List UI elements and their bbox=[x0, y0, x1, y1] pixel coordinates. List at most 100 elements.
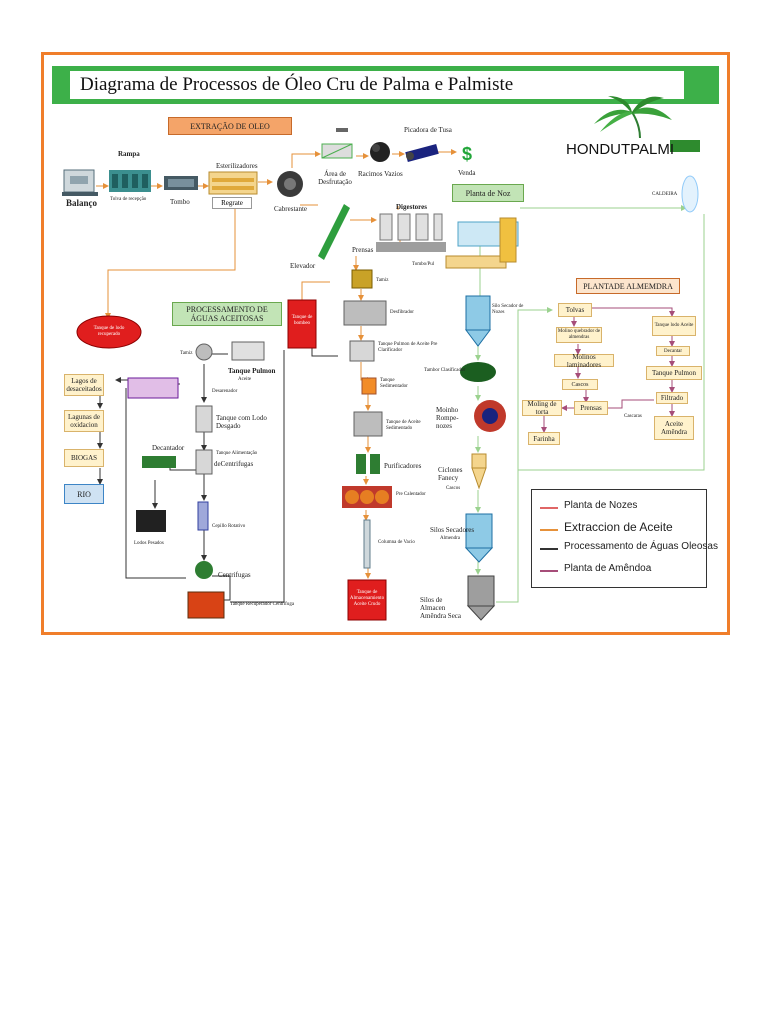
winch-icon bbox=[277, 171, 303, 197]
sieve-2-icon bbox=[195, 343, 213, 361]
centrifuge-icon bbox=[195, 561, 213, 579]
tipper-icon bbox=[164, 176, 198, 190]
label-silos-sub: Almendra bbox=[440, 536, 460, 541]
scale-icon bbox=[62, 169, 98, 196]
legend-item-1: Extraccion de Aceite bbox=[564, 520, 673, 534]
label-cascara: Cascaras bbox=[624, 414, 642, 419]
label-tanque-pulmon-sub: Aceite bbox=[238, 377, 252, 382]
label-columna-vacio: Columna de Vacio bbox=[378, 540, 415, 545]
rotary-brush-icon bbox=[197, 501, 209, 531]
section-water-processing: PROCESSAMENTO DE ÁGUAS ACEITOSAS bbox=[172, 302, 282, 326]
label-decentrifugas: deCentrifugas bbox=[214, 460, 254, 468]
storage-silo-icon bbox=[466, 575, 496, 621]
label-centrifugas: Centrifugas bbox=[218, 571, 251, 579]
logo-text: HONDUTPALMI bbox=[566, 141, 675, 158]
boiler-icon bbox=[681, 175, 699, 213]
label-regrate: Regrate bbox=[212, 197, 252, 209]
nut-mill-icon bbox=[474, 400, 506, 432]
label-venda: Venda bbox=[458, 169, 476, 177]
nut-silo-icon bbox=[465, 295, 491, 347]
settled-oil-tank-icon bbox=[353, 411, 383, 437]
palm-logo-icon bbox=[594, 96, 700, 152]
label-tanque-bombeo: Tanque de bombeo bbox=[290, 310, 314, 332]
label-desarenador: Desarenador bbox=[212, 389, 238, 394]
label-balanca: Balanço bbox=[66, 198, 98, 208]
label-cascos: Cascos bbox=[562, 379, 598, 390]
settling-tanks-icon bbox=[127, 377, 179, 399]
label-esterilizadores: Esterilizadores bbox=[216, 162, 258, 170]
label-area-desfrutacao: Área de Desfrutação bbox=[318, 170, 352, 186]
label-prensas-2: Prensas bbox=[574, 401, 608, 415]
label-racimos-vazios: Racimos Vazios bbox=[358, 170, 403, 178]
legend-item-2: Processamento de Águas Oleosas bbox=[564, 541, 718, 552]
label-tanque-lodo: Tanque de lodo recuperado bbox=[86, 322, 132, 342]
label-lagos: Lagos de desaceitados bbox=[64, 374, 104, 396]
label-silos-secadores: Silos Secadores bbox=[430, 526, 475, 534]
threshing-icon bbox=[321, 128, 353, 159]
heavy-sludge-truck-icon bbox=[136, 510, 166, 532]
sludge-tank-2-icon bbox=[195, 405, 213, 433]
legend: Planta de Nozes Extraccion de Aceite Pro… bbox=[531, 489, 718, 588]
section-nut-plant: Planta de Noz bbox=[452, 184, 524, 202]
title-box bbox=[70, 71, 684, 99]
label-tanque-lodo-2: Tanque lodo Aceite bbox=[652, 316, 696, 336]
label-farinha: Farinha bbox=[528, 432, 560, 445]
label-pre-calentador: Pre Calentador bbox=[396, 492, 426, 497]
dryer-silo-icon bbox=[464, 513, 494, 563]
shredder-icon bbox=[405, 144, 439, 162]
label-tamiz-2: Tamiz bbox=[180, 351, 193, 356]
label-tamiz: Tamiz bbox=[376, 278, 389, 283]
label-lagunas: Lagunas de oxidacion bbox=[64, 410, 104, 432]
label-tanque-recuperador: Tanque Recuperador Centrifuga bbox=[230, 602, 295, 607]
label-elevador: Elevador bbox=[290, 262, 316, 270]
label-molino-quebrador: Molino quebrador de almendras bbox=[556, 327, 602, 343]
label-tanque-pulmon: Tanque Pulmon bbox=[228, 367, 276, 375]
label-o-cacao: Decantar bbox=[656, 346, 690, 356]
legend-swatch-0 bbox=[540, 507, 558, 509]
label-aceite-amendra: Aceite Amêndra bbox=[654, 416, 694, 440]
legend-swatch-1 bbox=[540, 529, 558, 531]
label-moinho: Moinho Rompe-nozes bbox=[436, 406, 459, 430]
label-lodos-pesados: Lodos Pesados bbox=[134, 541, 164, 546]
label-biogas: BIOGAS bbox=[64, 449, 104, 467]
label-tolvas: Tolvas bbox=[558, 303, 592, 317]
label-silos-almacen: Silos de Almacen Amêndra Seca bbox=[420, 596, 462, 620]
label-filtrado: Filtrado bbox=[656, 392, 688, 404]
label-torta: Tombo/Pul bbox=[412, 262, 435, 267]
recovery-tank-icon bbox=[187, 591, 225, 619]
label-cabrestante: Cabrestante bbox=[274, 205, 308, 213]
clarifier-icon bbox=[349, 340, 375, 362]
section-almond-plant: PLANTADE ALMEMDRA bbox=[576, 278, 680, 294]
label-prensas: Prensas bbox=[352, 246, 374, 254]
preheater-icon bbox=[342, 486, 392, 508]
legend-swatch-3 bbox=[540, 570, 558, 572]
label-secador-nozes: Silo Secador de Nozes bbox=[492, 304, 524, 315]
label-tanque-almacenamiento: Tanque de Almacenamiento Aceite Crudo bbox=[350, 584, 384, 614]
label-tanque-lodo-desgasado: Tanque com Lodo Desgado bbox=[216, 414, 267, 430]
label-tanque-pulmon-2: Tanque Pulmon bbox=[646, 366, 702, 380]
empty-bunches-icon bbox=[370, 142, 390, 162]
label-rampa-sub: Tolva de recepção bbox=[110, 197, 147, 202]
label-decantador: Decantador bbox=[152, 444, 185, 452]
legend-item-0: Planta de Nozes bbox=[564, 500, 638, 511]
buffer-tank-icon bbox=[231, 341, 265, 361]
label-tanque-sedimentador: Tanque Sedimentador bbox=[380, 378, 408, 389]
sterilizer-icon bbox=[208, 171, 258, 195]
nut-plant-structure-icon bbox=[445, 217, 519, 269]
legend-item-3: Planta de Amêndoa bbox=[564, 563, 652, 574]
purifier-icon bbox=[356, 454, 380, 474]
label-rio: RIO bbox=[64, 484, 104, 504]
defibrator-icon bbox=[343, 300, 387, 326]
settling-tank-icon bbox=[361, 377, 377, 395]
label-tanque-alimentacion: Tanque Alimentação bbox=[216, 451, 258, 456]
label-rampa: Rampa bbox=[118, 150, 140, 158]
vacuum-column-icon bbox=[363, 519, 371, 569]
label-ciclones-sub: Cascos bbox=[446, 486, 461, 491]
cyclone-icon bbox=[471, 453, 487, 490]
section-extraction: EXTRAÇÃO DE OLEO bbox=[168, 117, 292, 135]
reception-ramp-icon bbox=[109, 170, 151, 192]
sieve-icon bbox=[351, 269, 373, 289]
drum-classifier-icon bbox=[460, 362, 496, 382]
label-caldeira: CALDEIRA bbox=[652, 192, 678, 197]
